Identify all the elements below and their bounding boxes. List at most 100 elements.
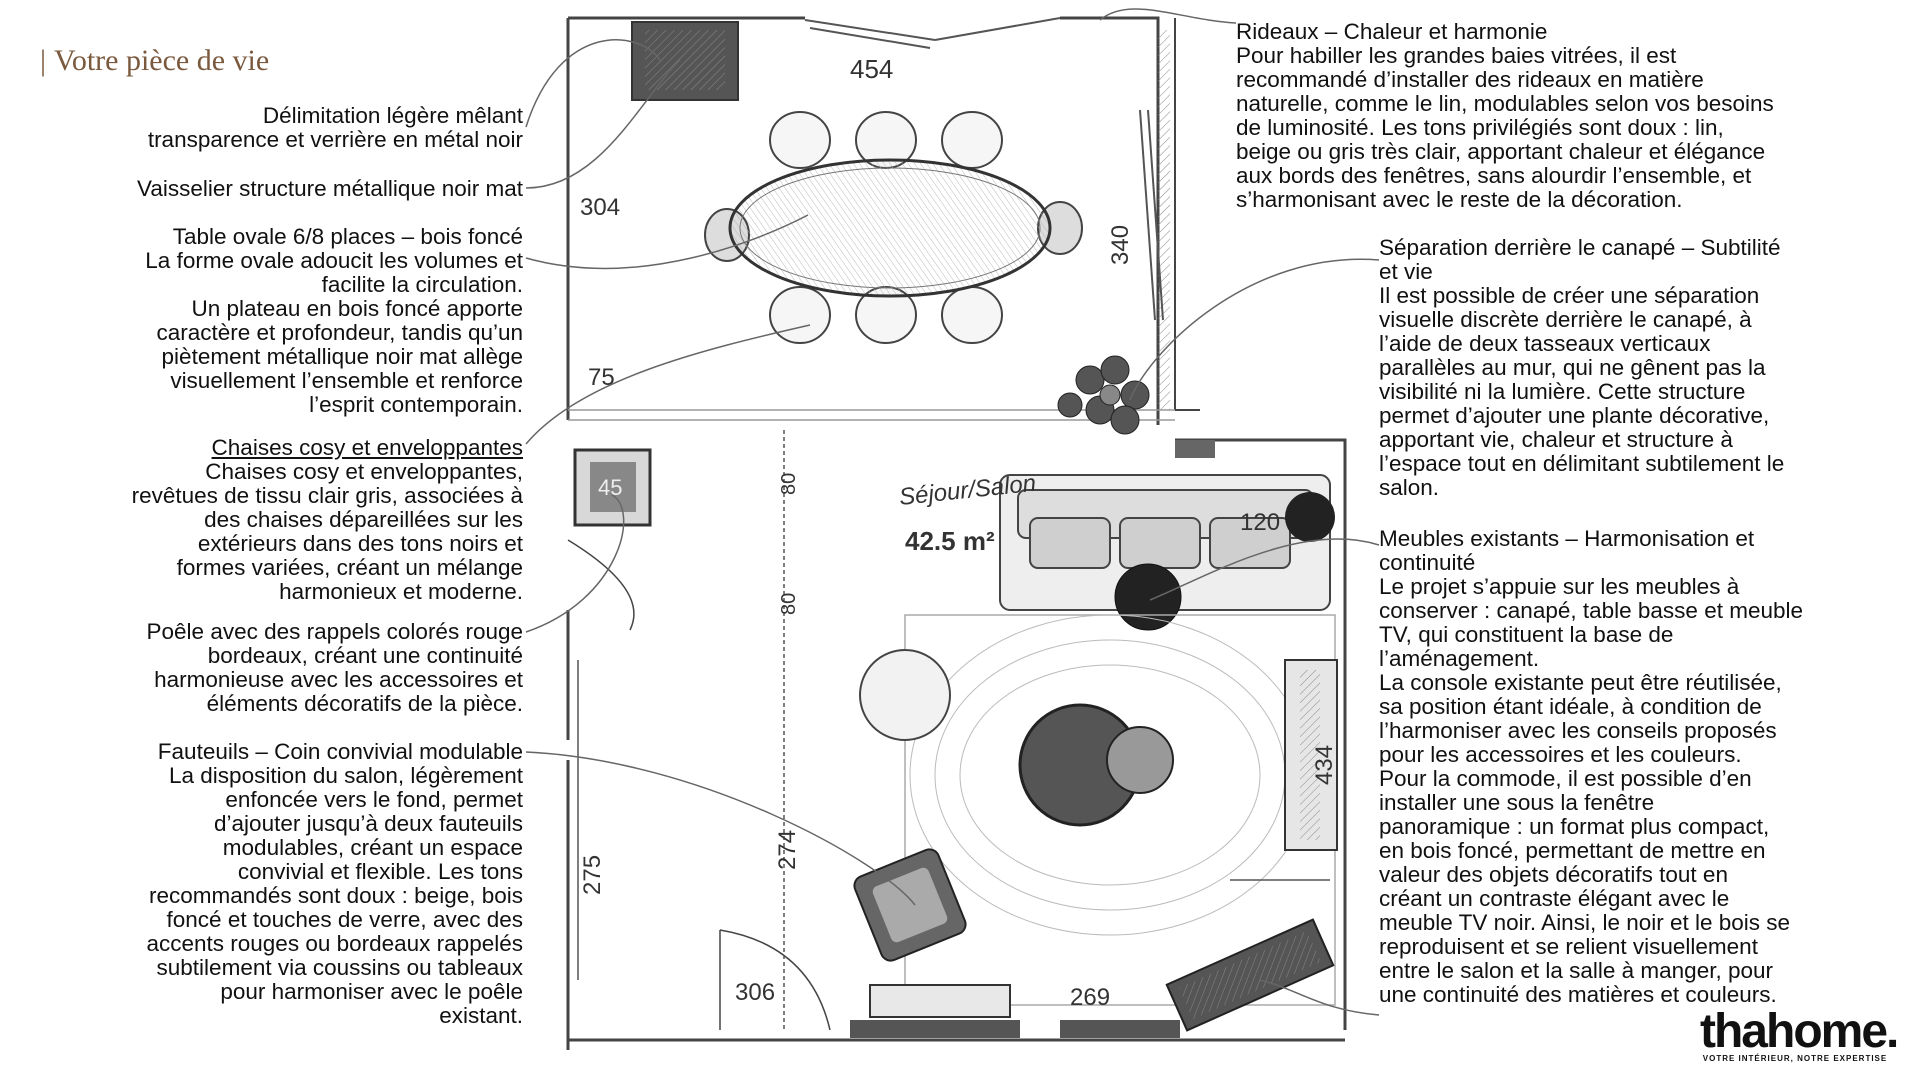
- note-line: existant.: [439, 1003, 523, 1028]
- note-line: meuble TV noir. Ainsi, le noir et le boi…: [1379, 910, 1791, 935]
- note-line: convivial et flexible. Les tons: [237, 859, 523, 884]
- leader-rideaux: [1099, 8, 1237, 24]
- note-line: enfoncée vers le fond, permet: [225, 787, 523, 812]
- note-line: recommandé d’installer des rideaux en ma…: [1236, 67, 1704, 92]
- commode-shape: [1165, 918, 1335, 1032]
- dim-bottom-left: 306: [735, 979, 775, 1006]
- coffee-table-small-icon: [1106, 726, 1174, 794]
- side-table-icon: [1285, 492, 1335, 542]
- note-line: naturelle, comme le lin, modulables selo…: [1236, 91, 1774, 116]
- dim-stove: 45: [598, 475, 622, 500]
- page-title: |Votre pièce de vie: [40, 44, 269, 78]
- chair-icon: [941, 111, 1003, 169]
- note-line: panoramique : un format plus compact,: [1379, 814, 1770, 839]
- leader-table: [525, 214, 809, 270]
- note-line: éléments décoratifs de la pièce.: [206, 691, 523, 716]
- note-line: facilite la circulation.: [321, 272, 523, 297]
- door-arc: [567, 539, 635, 631]
- note-line: caractère et profondeur, tandis qu’un: [156, 320, 524, 345]
- glass-divider: [568, 409, 1175, 421]
- dim-right-lower: 434: [1311, 745, 1338, 785]
- note-line: salon.: [1379, 475, 1440, 500]
- note-line: pour les accessoires et les couleurs.: [1379, 742, 1742, 767]
- note-line: sa position étant idéale, à condition de: [1379, 694, 1762, 719]
- dimension-lines: [577, 430, 1330, 1030]
- note-line: La forme ovale adoucit les volumes et: [145, 248, 523, 273]
- note-line: La console existante peut être réutilisé…: [1379, 670, 1782, 695]
- dim-center-lower: 274: [774, 830, 801, 870]
- leader-poele: [525, 494, 625, 633]
- leader-delimitation: [525, 39, 661, 128]
- note-chaises: Chaises cosy et enveloppantes Chaises co…: [10, 436, 523, 604]
- brand-logo: thahome. VOTRE INTÉRIEUR, NOTRE EXPERTIS…: [1700, 1008, 1899, 1064]
- note-line: Il est possible de créer une séparation: [1379, 283, 1760, 308]
- note-title: Chaises cosy et enveloppantes: [211, 435, 523, 460]
- note-poele: Poêle avec des rappels colorés rouge bor…: [10, 620, 523, 716]
- wall-corner-block: [1175, 440, 1215, 458]
- brand-tagline: VOTRE INTÉRIEUR, NOTRE EXPERTISE: [1702, 1054, 1888, 1063]
- leader-meubles: [1149, 538, 1380, 601]
- note-line: Un plateau en bois foncé apporte: [191, 296, 524, 321]
- note-line: modulables, créant un espace: [222, 835, 523, 860]
- dining-chairs: [704, 111, 1083, 344]
- note-line: l’aide de deux tasseaux verticaux: [1379, 331, 1711, 356]
- note-line: visuelle discrète derrière le canapé, à: [1379, 307, 1752, 332]
- wall-right-hatch: [1158, 30, 1170, 410]
- note-line: l’aménagement.: [1379, 646, 1540, 671]
- note-line: Délimitation légère mêlant: [262, 103, 523, 128]
- title-text: Votre pièce de vie: [54, 44, 270, 77]
- note-line: conserver : canapé, table basse et meubl…: [1379, 598, 1804, 623]
- right-window: [1139, 109, 1164, 321]
- wall-right-lower: [1175, 438, 1347, 1030]
- sofa-shape: [999, 474, 1331, 611]
- note-line: l’espace tout en délimitant subtilement …: [1379, 451, 1785, 476]
- dim-mid-vertical: 80: [778, 473, 800, 495]
- note-line: Le projet s’appuie sur les meubles à: [1379, 574, 1740, 599]
- sofa-cushion: [1029, 517, 1111, 569]
- dim-right-dining: 340: [1107, 225, 1134, 265]
- note-line: visuellement l’ensemble et renforce: [170, 368, 523, 393]
- leader-separation: [1129, 258, 1380, 401]
- stove-core: [590, 462, 636, 512]
- leader-fauteuils: [525, 751, 916, 906]
- leader-chaises: [525, 324, 811, 445]
- note-line: parallèles au mur, qui ne gênent pas la: [1379, 355, 1766, 380]
- chair-icon: [941, 286, 1003, 344]
- note-line: des chaises dépareillées sur les: [204, 507, 523, 532]
- note-line: transparence et verrière en métal noir: [147, 127, 523, 152]
- note-line: installer une sous la fenêtre: [1379, 790, 1655, 815]
- note-line: formes variées, créant un mélange: [176, 555, 523, 580]
- plant-icon: [1057, 355, 1150, 435]
- leader-lines: [525, 8, 1380, 1016]
- note-line: de luminosité. Les tons privilégiés sont…: [1236, 115, 1724, 140]
- note-line: foncé et touches de verre, avec des: [166, 907, 523, 932]
- leader-commode: [1259, 979, 1380, 1016]
- note-line: pour harmoniser avec le poêle: [220, 979, 523, 1004]
- note-line: en bois foncé, permettant de mettre en: [1379, 838, 1766, 863]
- oval-table-inner: [739, 167, 1041, 289]
- note-line: Pour la commode, il est possible d’en: [1379, 766, 1752, 791]
- pouf-icon: [859, 649, 951, 741]
- note-line: Fauteuils – Coin convivial modulable: [157, 739, 523, 764]
- note-line: recommandés sont doux : beige, bois: [149, 883, 523, 908]
- note-line: permet d’ajouter une plante décorative,: [1379, 403, 1770, 428]
- sofa-cushion: [1209, 517, 1291, 569]
- wall-bottom-block-2: [1060, 1020, 1180, 1038]
- dim-top: 454: [850, 54, 893, 84]
- note-line: l’esprit contemporain.: [309, 392, 523, 417]
- note-line: bordeaux, créant une continuité: [207, 643, 523, 668]
- vaisselier-hatch: [645, 30, 725, 90]
- chair-icon: [769, 286, 831, 344]
- dim-75: 75: [588, 364, 615, 391]
- note-line: La disposition du salon, légèrement: [169, 763, 523, 788]
- note-line: revêtues de tissu clair gris, associées …: [131, 483, 523, 508]
- note-fauteuils: Fauteuils – Coin convivial modulable La …: [10, 740, 523, 1028]
- sofa-cushion: [1119, 517, 1201, 569]
- note-line: valeur des objets décoratifs tout en: [1379, 862, 1728, 887]
- note-line: s’harmonisant avec le reste de la décora…: [1236, 187, 1683, 212]
- room-area: 42.5 m²: [905, 526, 995, 556]
- top-window: [804, 17, 1061, 49]
- title-bar: |: [40, 44, 47, 77]
- note-vaisselier: Vaisselier structure métallique noir mat: [10, 177, 523, 201]
